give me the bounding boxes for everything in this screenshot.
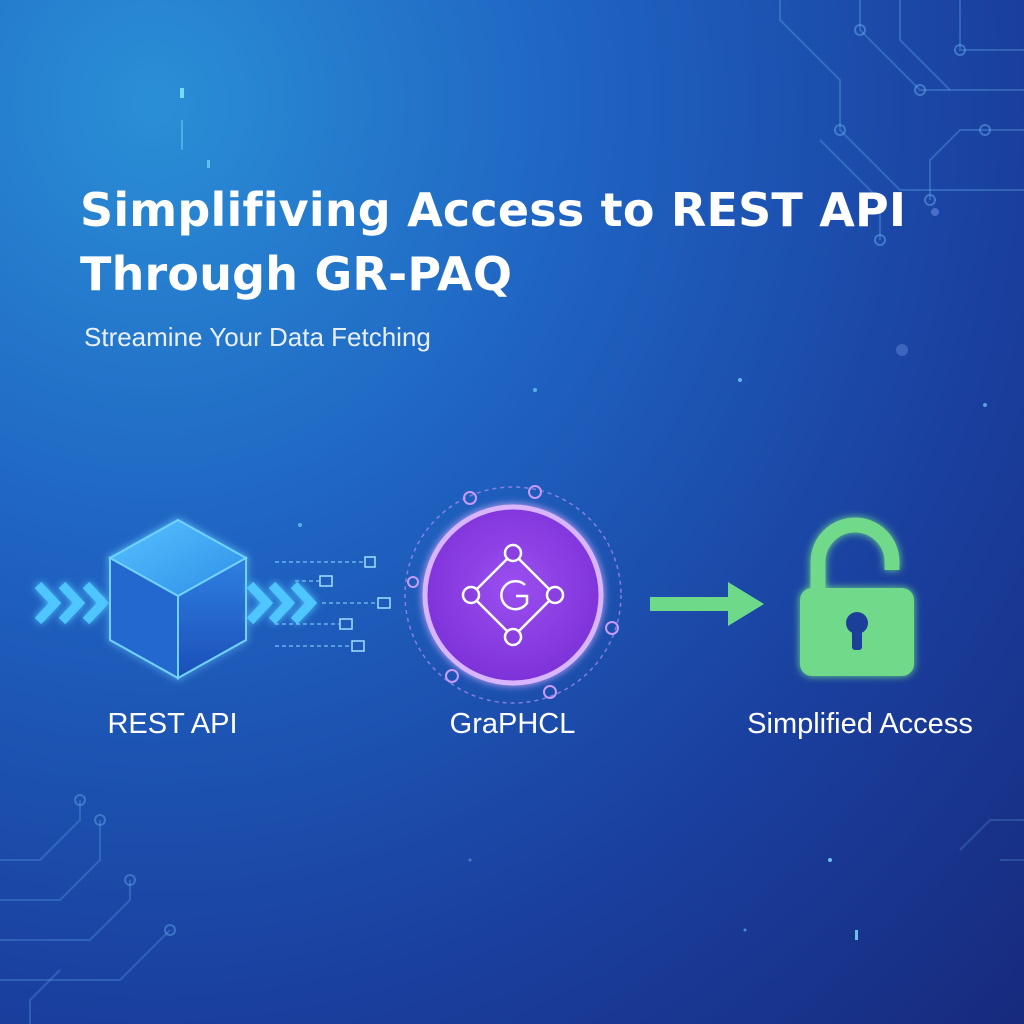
data-packet-icons	[319, 556, 391, 652]
data-stream-lines	[275, 561, 375, 647]
circuit-traces-bottom-left	[0, 800, 171, 1024]
circuit-traces-top-right	[779, 0, 1024, 240]
cube-icon	[107, 518, 249, 680]
output-chevrons-icon	[246, 581, 318, 625]
circuit-nodes-top-right	[834, 24, 991, 246]
arrow-right-icon	[650, 582, 764, 626]
flow-diagram	[34, 485, 914, 704]
glow-dots	[180, 88, 987, 940]
graphql-label: GraPHCL	[449, 708, 576, 740]
rest-api-label: REST API	[107, 708, 238, 740]
page-subtitle: Streamine Your Data Fetching	[84, 322, 431, 352]
page-title: Simplifiving Access to REST API Through …	[80, 178, 960, 306]
open-padlock-icon	[800, 517, 914, 676]
graphql-logo-icon	[461, 543, 565, 647]
title-line-1: Simplifiving Access to REST API	[80, 183, 907, 237]
input-chevrons-icon	[34, 581, 110, 625]
circuit-nodes-bottom-left	[74, 794, 176, 936]
simplified-access-label: Simplified Access	[747, 708, 973, 740]
title-line-2: Through GR-PAQ	[80, 247, 513, 301]
graphql-node	[404, 485, 622, 704]
circuit-traces-bottom-right	[959, 819, 1024, 861]
orbit-dots	[407, 485, 619, 699]
